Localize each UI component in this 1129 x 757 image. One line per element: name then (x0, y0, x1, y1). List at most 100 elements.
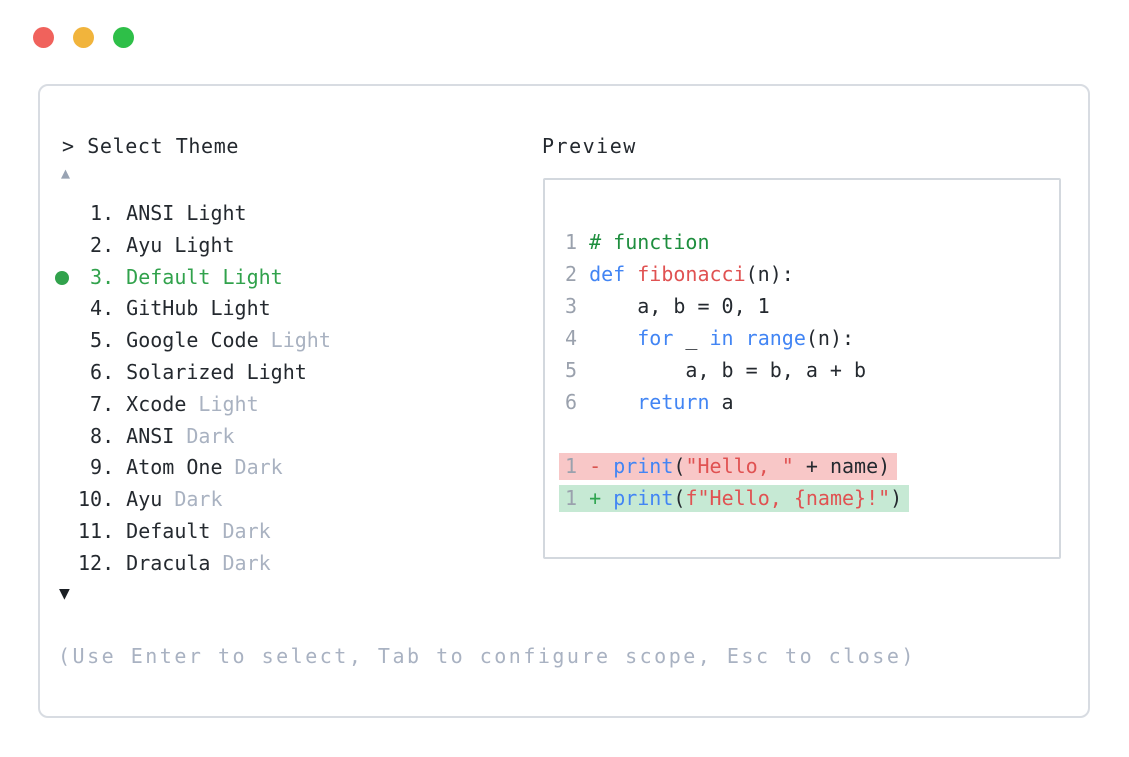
line-number: 1 (565, 230, 590, 254)
blank-line (565, 418, 1059, 450)
code-token: print (613, 453, 674, 478)
code-token: (n): (745, 262, 794, 286)
diff-highlight: 1 + print(f"Hello, {name}!") (559, 484, 910, 512)
theme-list-item[interactable]: 4. GitHub Light (78, 293, 331, 325)
theme-item-variant: Dark (162, 487, 223, 512)
line-number: 2 (565, 262, 590, 286)
theme-list-item[interactable]: 8. ANSI Dark (78, 421, 331, 453)
theme-item-number: 1. (78, 201, 127, 225)
line-number: 6 (565, 390, 590, 414)
diff-line-added: 1 + print(f"Hello, {name}!") (559, 482, 1059, 514)
theme-item-label: GitHub Light (126, 296, 271, 321)
code-token: for (637, 326, 674, 350)
code-token: ( (673, 485, 686, 510)
theme-item-variant: Dark (174, 423, 235, 448)
theme-item-variant: Light (258, 328, 331, 353)
scroll-down-icon[interactable]: ▼ (59, 583, 70, 604)
theme-item-label: ANSI Light (126, 201, 247, 225)
theme-item-label: Google Code (126, 328, 259, 353)
code-token (625, 262, 637, 286)
code-token: "Hello, " (685, 453, 794, 478)
theme-item-label: Dracula (126, 550, 211, 575)
code-token: a (709, 390, 734, 414)
theme-list-item[interactable]: 6. Solarized Light (78, 357, 331, 389)
code-token (589, 390, 637, 414)
code-token: in (709, 326, 734, 350)
code-token: (n): (805, 326, 855, 350)
code-token: a, b = 0, 1 (589, 294, 770, 318)
theme-item-variant: Dark (210, 550, 271, 575)
diff-highlight: 1 - print("Hello, " + name) (559, 452, 898, 480)
theme-item-number: 10. (78, 487, 127, 512)
theme-item-number: 7. (78, 391, 127, 416)
selected-dot-icon (55, 270, 69, 285)
code-line: 6 return a (565, 386, 1059, 418)
code-token: fibonacci (637, 262, 746, 286)
theme-item-label: Atom One (126, 455, 223, 480)
code-token: print (613, 485, 674, 510)
theme-item-number: 2. (78, 232, 127, 257)
theme-item-label: Solarized Light (126, 359, 307, 384)
code-token: + name) (793, 453, 891, 478)
theme-list-item[interactable]: 1. ANSI Light (78, 198, 331, 230)
minimize-button[interactable] (73, 27, 94, 48)
theme-list-item[interactable]: 12. Dracula Dark (78, 548, 331, 580)
theme-item-number: 11. (78, 518, 127, 543)
code-line: 3 a, b = 0, 1 (565, 290, 1059, 322)
line-number: 5 (565, 358, 590, 382)
code-token: ) (890, 485, 903, 510)
theme-list-item[interactable]: 9. Atom One Dark (78, 452, 331, 484)
code-token: return (637, 390, 710, 414)
code-token: f"Hello, {name}!" (685, 485, 891, 510)
theme-item-variant: Light (186, 391, 259, 416)
line-number: 1 (565, 485, 590, 510)
preview-label: Preview (542, 134, 637, 158)
theme-item-label: Default Light (126, 264, 283, 289)
theme-list-item[interactable]: 2. Ayu Light (78, 230, 331, 262)
theme-item-number: 9. (78, 455, 127, 480)
zoom-button[interactable] (113, 27, 134, 48)
help-text: (Use Enter to select, Tab to configure s… (58, 644, 916, 668)
theme-list: 1. ANSI Light 2. Ayu Light 3. Default Li… (55, 198, 331, 580)
theme-list-item[interactable]: 10. Ayu Dark (78, 484, 331, 516)
line-number: 4 (565, 326, 590, 350)
theme-list-item[interactable]: 7. Xcode Light (78, 389, 331, 421)
theme-item-label: Ayu Light (126, 232, 235, 257)
code-token: ( (673, 453, 686, 478)
scroll-up-icon[interactable]: ▲ (61, 164, 71, 182)
theme-list-item[interactable]: 3. Default Light (55, 262, 331, 294)
code-token (734, 326, 746, 350)
code-token: range (745, 326, 806, 350)
theme-list-item[interactable]: 5. Google Code Light (78, 325, 331, 357)
theme-list-item[interactable]: 11. Default Dark (78, 516, 331, 548)
line-number: 1 (565, 453, 590, 478)
theme-item-label: Ayu (126, 487, 163, 512)
close-button[interactable] (33, 27, 54, 48)
theme-item-number: 6. (78, 359, 127, 384)
theme-item-number: 12. (78, 550, 127, 575)
theme-selector-panel: > Select Theme ▲ 1. ANSI Light 2. Ayu Li… (38, 84, 1090, 718)
theme-item-label: Xcode (126, 391, 187, 416)
code-line: 4 for _ in range(n): (565, 322, 1059, 354)
theme-item-variant: Dark (210, 518, 271, 543)
code-token: # function (589, 230, 710, 254)
code-line: 1 # function (565, 226, 1059, 258)
line-number: 3 (565, 294, 590, 318)
window-controls (33, 27, 134, 48)
diff-sign-icon: + (589, 485, 614, 510)
select-theme-prompt: > Select Theme (62, 134, 239, 158)
theme-item-number: 3. (78, 264, 127, 289)
code-token: def (589, 262, 626, 286)
code-token: _ (673, 326, 710, 350)
code-line: 2 def fibonacci(n): (565, 258, 1059, 290)
code-token (589, 326, 637, 350)
theme-item-number: 8. (78, 423, 127, 448)
theme-item-number: 5. (78, 328, 127, 353)
diff-sign-icon: - (589, 453, 614, 478)
code-token: a, b = b, a + b (589, 358, 867, 382)
code-line: 5 a, b = b, a + b (565, 354, 1059, 386)
theme-item-label: Default (126, 518, 211, 543)
theme-item-label: ANSI (126, 423, 175, 448)
